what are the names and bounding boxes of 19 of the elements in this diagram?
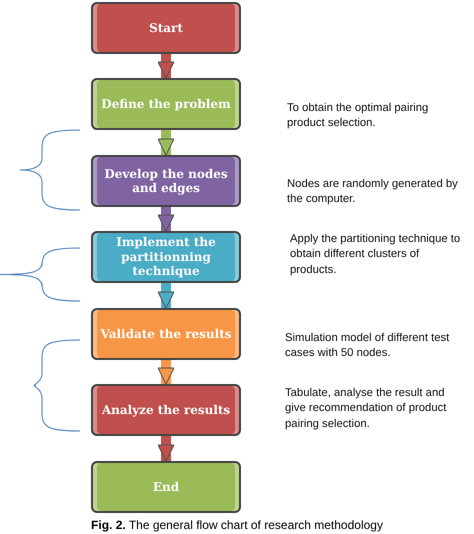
process-box: End <box>91 461 241 513</box>
note-text: Tabulate, analyse the result and give recommendation of product pairing selection. <box>285 386 448 432</box>
process-box: Implement the partitionning technique <box>91 231 241 283</box>
figure-caption: Fig. 2. The general flow chart of research methodology <box>90 518 384 532</box>
process-box: Develop the nodes and edges <box>91 155 241 207</box>
note-text: Nodes are randomly generated by the computer. <box>287 177 459 208</box>
note-text: Simulation model of different test cases with 50 nodes. <box>285 331 450 362</box>
block-arrow <box>158 360 174 384</box>
block-arrow <box>158 283 174 308</box>
process-box: Start <box>91 2 241 54</box>
block-arrow <box>158 436 174 462</box>
note-text: Apply the partitioning technique to obtain different clusters of products. <box>290 232 462 278</box>
block-arrow <box>158 130 174 156</box>
block-arrow <box>158 54 174 78</box>
process-box: Define the problem <box>91 78 241 130</box>
process-box: Analyze the results <box>91 384 241 436</box>
process-box: Validate the results <box>91 308 241 360</box>
note-text: To obtain the optimal pairing product selection. <box>287 101 430 132</box>
block-arrow <box>158 207 174 232</box>
